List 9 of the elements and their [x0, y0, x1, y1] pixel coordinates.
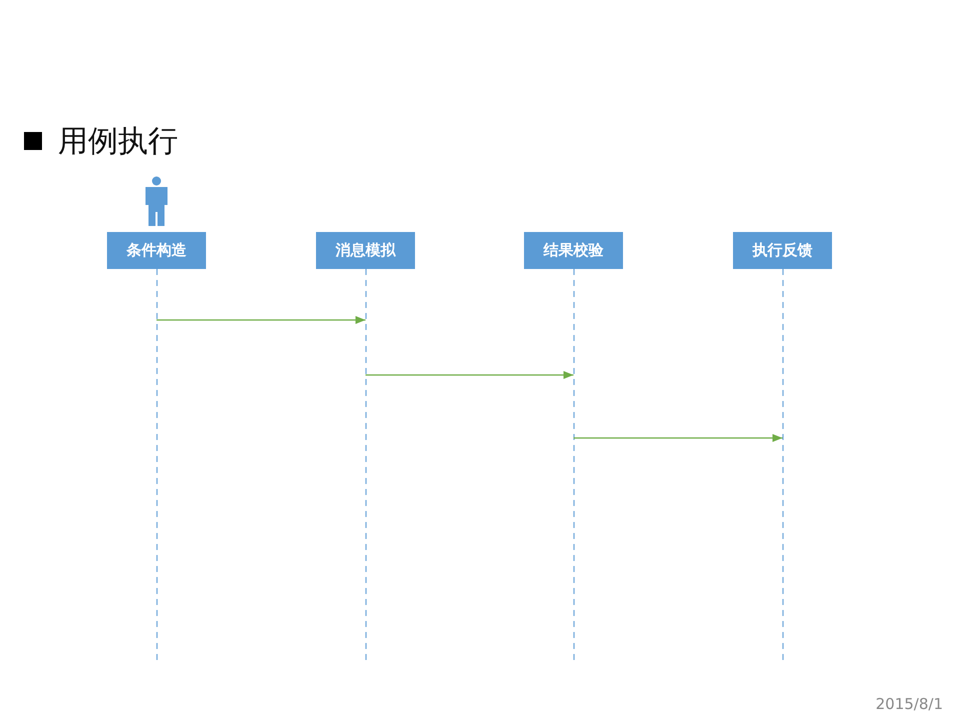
participant-box: 执行反馈 — [733, 232, 832, 269]
participant-box: 消息模拟 — [316, 232, 415, 269]
participant-box: 结果校验 — [524, 232, 623, 269]
message-arrow — [366, 371, 574, 379]
message-arrow — [156, 316, 366, 324]
slide-title: 用例执行 — [58, 123, 178, 161]
date-label: 2015/8/1 — [876, 695, 943, 713]
participant-box: 条件构造 — [107, 232, 206, 269]
message-arrow — [574, 434, 782, 442]
